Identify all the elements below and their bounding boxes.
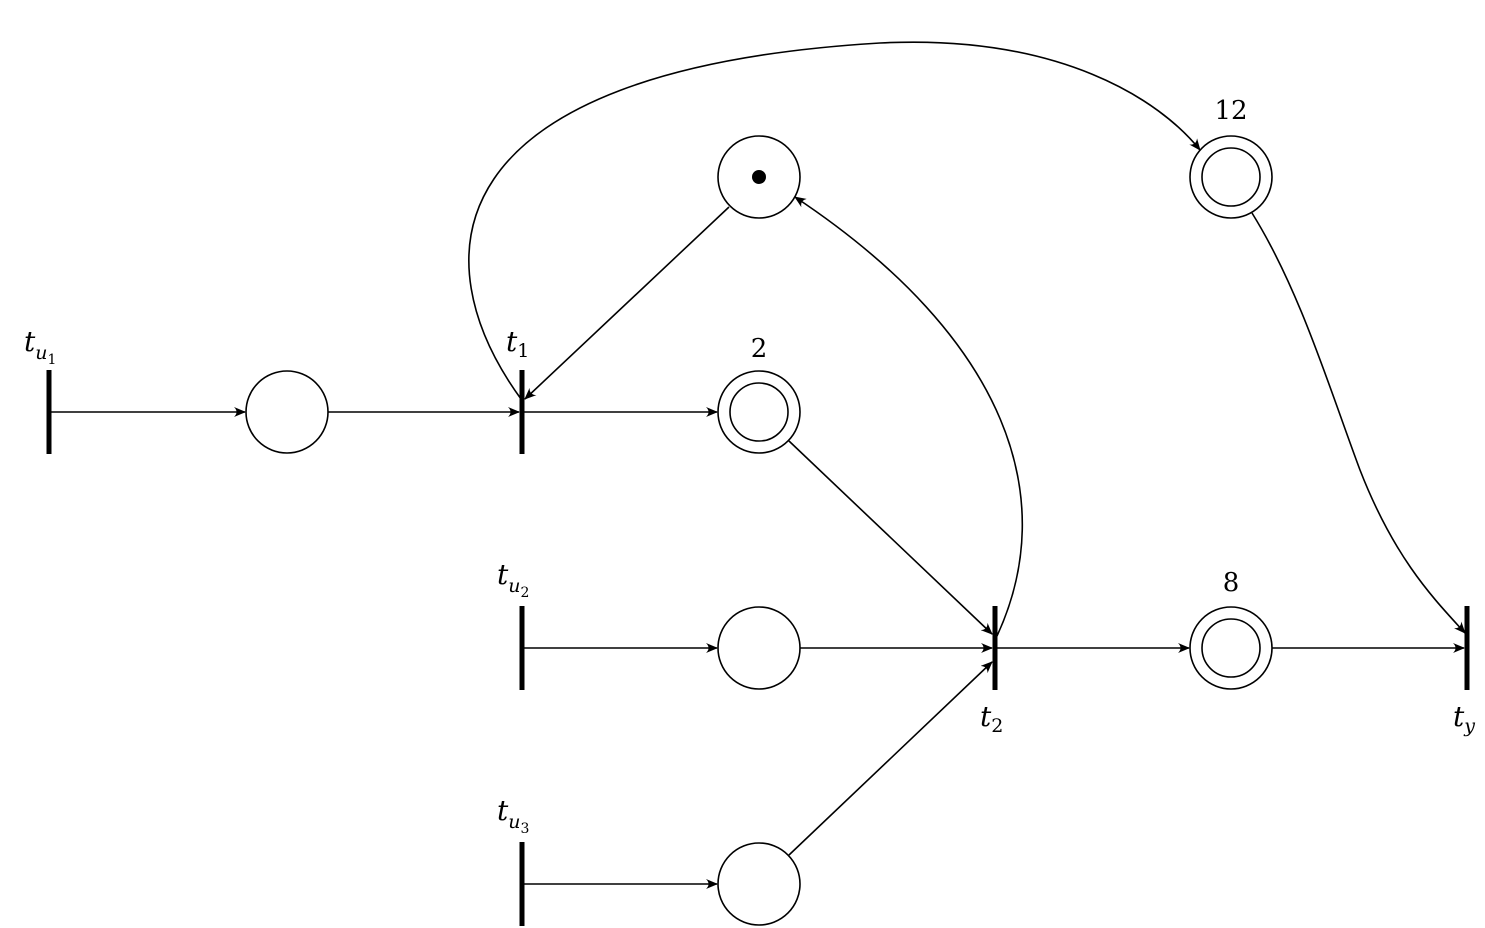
transition-t1-label: t1: [506, 325, 529, 362]
token-dot: [752, 170, 766, 184]
transition-tu1-label: tu1: [24, 325, 56, 368]
place-8-inner-ring: [1201, 618, 1261, 678]
places: [245, 135, 1273, 926]
transition-tu3-label: tu3: [497, 794, 529, 837]
transitions: [46, 370, 1470, 926]
place-tu2-out: [717, 606, 801, 690]
arc-p3-t2: [788, 661, 993, 856]
arc-t1-p12: [468, 41, 1201, 400]
place-2-label: 2: [751, 334, 768, 364]
transition-t2-label: t2: [980, 700, 1003, 737]
place-p1: [245, 370, 329, 454]
place-12-inner-ring: [1201, 147, 1261, 207]
transition-tu2-label: tu2: [497, 558, 529, 601]
place-2-inner-ring: [729, 382, 789, 442]
arc-t2-ptoken: [794, 196, 1024, 637]
transition-ty-label: ty: [1453, 700, 1475, 737]
place-tu3-out: [717, 842, 801, 926]
place-12-label: 12: [1214, 96, 1247, 126]
place-8-label: 8: [1223, 568, 1240, 598]
arc-p12-ty: [1251, 212, 1466, 634]
arc-ptoken-t1: [524, 206, 730, 400]
arc-p2-t2: [788, 440, 993, 635]
arcs: [51, 41, 1466, 889]
